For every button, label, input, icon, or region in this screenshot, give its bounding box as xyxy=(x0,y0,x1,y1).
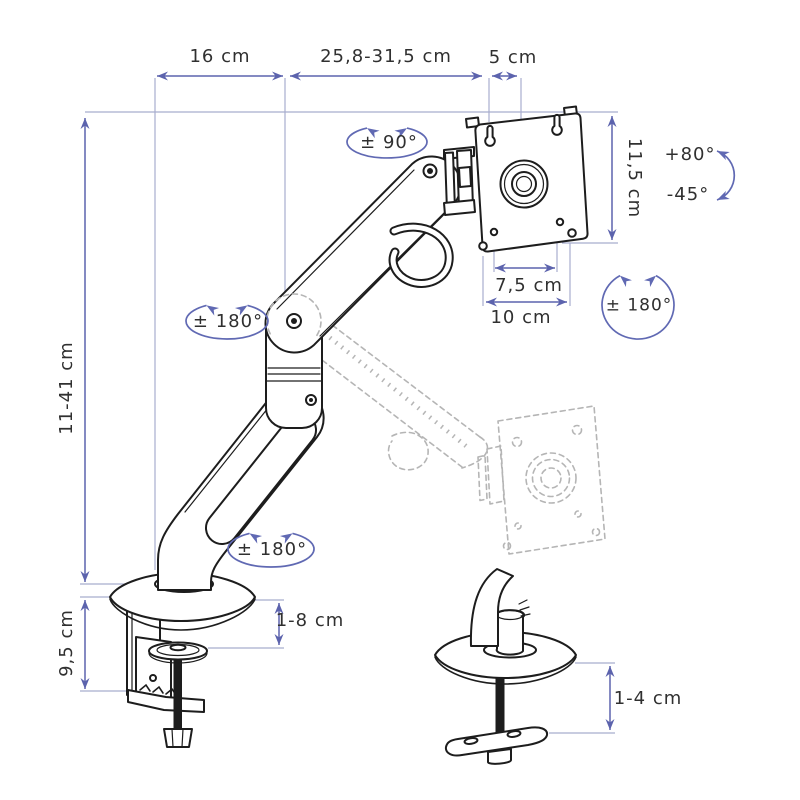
rot-head-swivel-label: ± 90° xyxy=(360,132,418,153)
desk-clamp xyxy=(126,598,208,748)
dim-head-depth-label: 5 cm xyxy=(488,47,538,68)
grommet-mount xyxy=(434,568,577,765)
monitor-arm xyxy=(109,105,589,748)
cable-hook xyxy=(388,222,454,288)
rot-tilt-up-label: +80° xyxy=(664,144,716,165)
rot-base-swivel-label: ± 180° xyxy=(236,539,308,560)
base-swivel-arrow xyxy=(227,532,315,568)
dim-clamp-grip-label: 1-8 cm xyxy=(275,610,345,631)
vesa-keyhole xyxy=(551,113,563,136)
clamp-lower-jaw xyxy=(127,689,205,713)
dim-vesa-height-label: 11,5 cm xyxy=(624,137,645,219)
ghost-arm-position xyxy=(300,308,606,555)
rot-elbow-swivel-label: ± 180° xyxy=(192,311,264,332)
dim-clamp-height-label: 9,5 cm xyxy=(56,609,77,677)
rot-tilt-down-label: -45° xyxy=(666,184,710,205)
elbow-swivel-arrow xyxy=(185,304,269,340)
grommet-cylinder xyxy=(495,609,526,656)
elbow-rotation-path xyxy=(266,293,322,338)
grommet-bracket xyxy=(444,726,549,757)
vesa-spin-arrow xyxy=(601,274,675,340)
dim-arm-reach-label: 25,8-31,5 cm xyxy=(320,46,452,67)
grommet-rod xyxy=(495,676,505,733)
clamp-screw-knob xyxy=(163,728,193,748)
dimension-lines xyxy=(80,71,617,730)
lower-arm xyxy=(157,386,325,591)
head-swivel-arrow xyxy=(346,127,428,159)
base-plate xyxy=(109,572,256,631)
ghost-cable-hook xyxy=(387,431,429,471)
vesa-plate xyxy=(465,105,589,253)
ghost-vesa-plate xyxy=(497,405,606,555)
dim-base-offset-label: 16 cm xyxy=(189,46,251,67)
grommet-arm-stub xyxy=(469,568,514,647)
dim-grommet-grip-label: 1-4 cm xyxy=(613,688,683,709)
tilt-bracket xyxy=(443,146,476,216)
dim-vesa-width-label: 10 cm xyxy=(490,307,552,328)
dim-vesa-holes-label: 7,5 cm xyxy=(495,275,563,296)
upper-arm xyxy=(264,155,462,354)
dim-lift-range-label: 11-41 cm xyxy=(56,341,77,435)
rotation-arrows xyxy=(185,150,736,568)
rot-vesa-spin-label: ± 180° xyxy=(605,295,673,316)
clamp-screw-rod xyxy=(173,655,182,730)
vesa-keyhole xyxy=(484,124,496,147)
tilt-arrow xyxy=(716,150,736,201)
